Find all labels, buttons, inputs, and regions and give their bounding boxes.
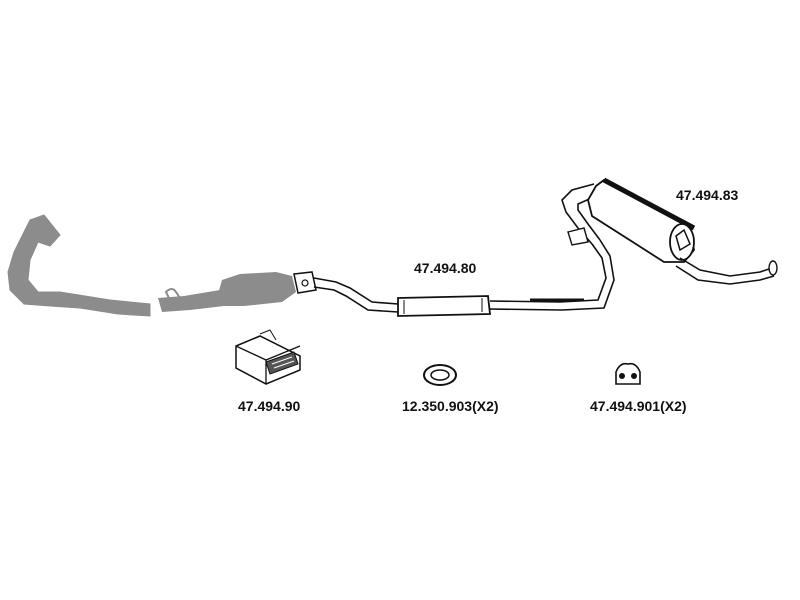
front-flange (293, 271, 317, 294)
rubber-hanger-label: 47.494.901(X2) (590, 398, 687, 414)
mounting-kit-label: 47.494.90 (238, 398, 301, 414)
exhaust-manifold-grey (7, 214, 151, 317)
sealing-ring-label: 12.350.903(X2) (402, 398, 499, 414)
intermediate-pipe (489, 239, 615, 311)
mounting-kit-box (235, 329, 301, 385)
tailpipe (675, 257, 775, 285)
flex-joint-grey (164, 288, 182, 302)
catalytic-converter-grey (218, 272, 296, 306)
rear-flange (567, 227, 589, 246)
downpipe-grey (158, 290, 224, 312)
sealing-ring-icon (423, 364, 457, 386)
rear-muffler-label: 47.494.83 (676, 187, 739, 203)
front-pipe (313, 277, 399, 313)
middle-silencer-body (397, 295, 492, 317)
rubber-hanger-icon (615, 362, 641, 385)
middle-silencer-label: 47.494.80 (414, 260, 477, 276)
